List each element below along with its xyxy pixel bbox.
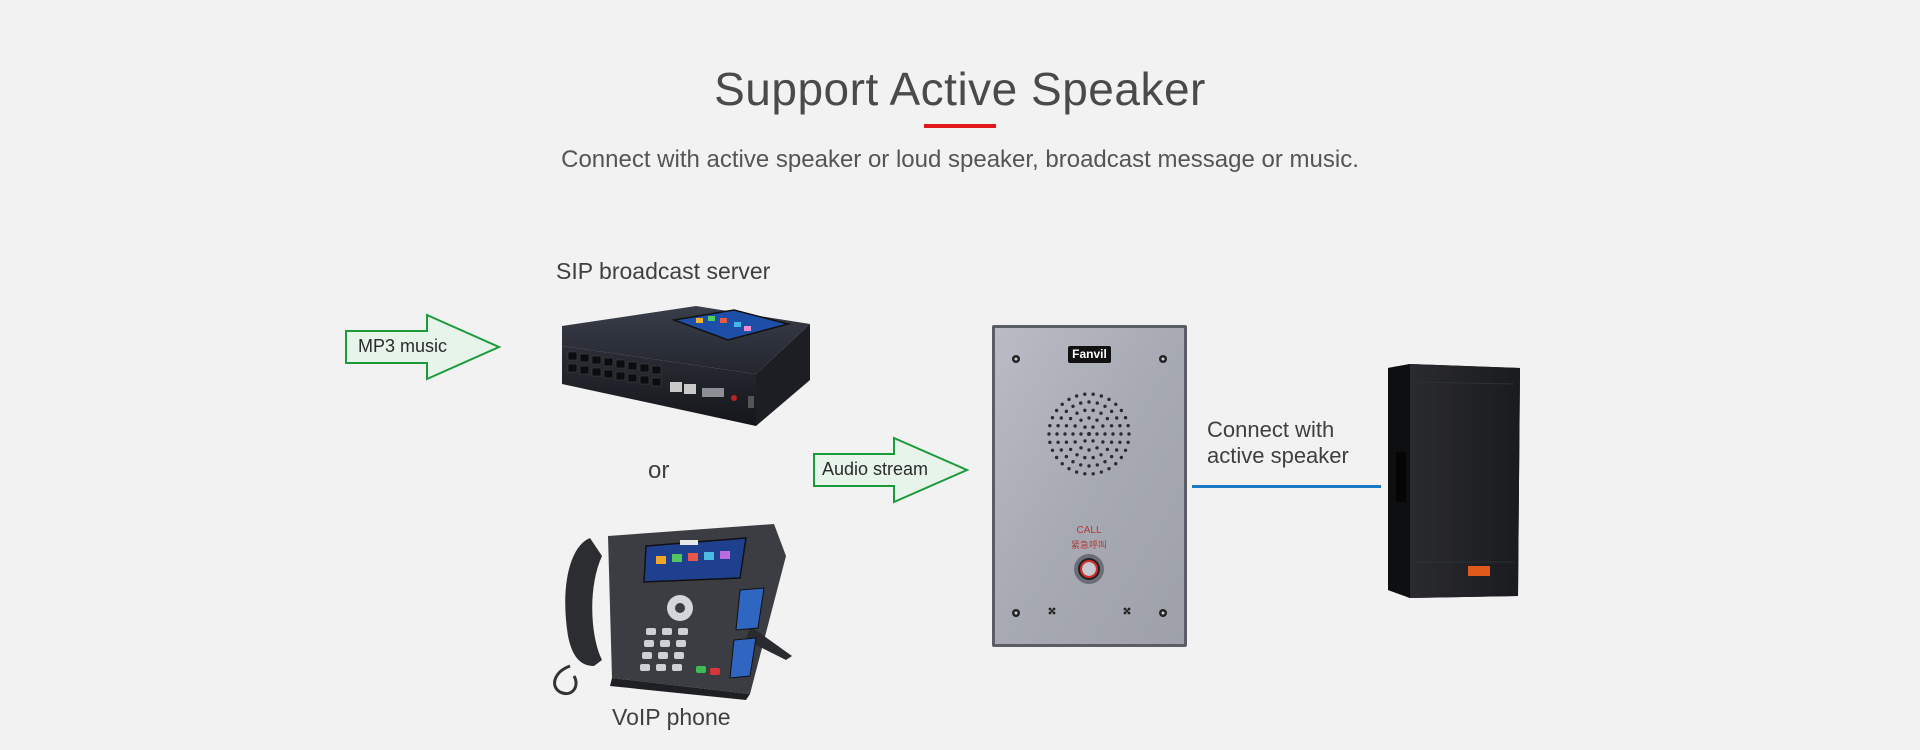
active-speaker-image	[1384, 362, 1520, 600]
mp3-music-arrow-label: MP3 music	[358, 336, 448, 356]
intercom-panel: Fanvil CALL 紧急呼叫	[991, 324, 1188, 648]
phone-label: VoIP phone	[612, 704, 731, 730]
audio-stream-arrow-label: Audio stream	[822, 459, 929, 479]
speaker-connect-line2: active speaker	[1207, 443, 1349, 468]
speaker-connect-label: Connect with active speaker	[1207, 417, 1387, 469]
speaker-connection-line	[1192, 485, 1381, 488]
intercom-brand-logo: Fanvil	[1072, 347, 1107, 361]
speaker-connect-line1: Connect with	[1207, 417, 1335, 442]
audio-stream-arrow: Audio stream	[812, 436, 970, 504]
sip-broadcast-server-image	[556, 302, 812, 430]
voip-phone-image	[550, 516, 794, 702]
mp3-music-arrow: MP3 music	[344, 313, 502, 381]
server-label: SIP broadcast server	[556, 258, 771, 284]
page-title: Support Active Speaker	[714, 63, 1206, 115]
intercom-call-label: CALL	[1076, 525, 1102, 536]
or-label: or	[648, 457, 670, 484]
title-underline	[924, 124, 996, 128]
intercom-call-label-cn: 紧急呼叫	[1070, 540, 1107, 550]
page-subtitle: Connect with active speaker or loud spea…	[561, 146, 1359, 173]
